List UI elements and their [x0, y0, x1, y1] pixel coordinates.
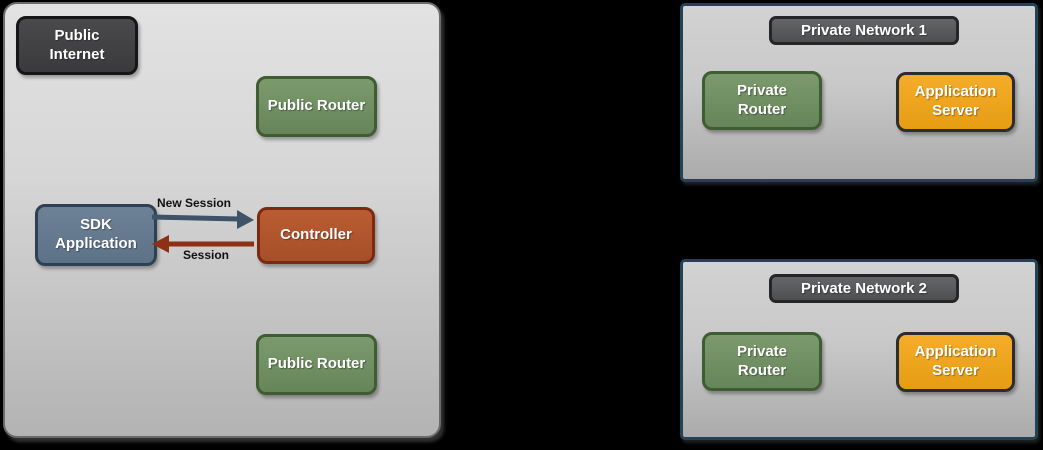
node-public-router-top: Public Router	[256, 76, 377, 137]
node-sdk-application: SDK Application	[35, 204, 157, 266]
session-arrow	[152, 235, 254, 253]
private-network-2-title: Private Network 2	[769, 274, 959, 303]
node-controller: Controller	[257, 207, 375, 264]
private-network-2-zone: Private Network 2 Private Router Applica…	[680, 259, 1038, 440]
public-internet-label: Public Internet	[16, 16, 138, 75]
private-network-1-title: Private Network 1	[769, 16, 959, 45]
new-session-arrow-label: New Session	[156, 196, 232, 210]
session-arrow-label: Session	[182, 248, 230, 262]
node-application-server-1: Application Server	[896, 72, 1015, 132]
node-private-router-1: Private Router	[702, 71, 822, 130]
new-session-arrow	[151, 210, 254, 229]
session-arrows	[151, 210, 254, 253]
node-application-server-2: Application Server	[896, 332, 1015, 392]
node-public-router-bottom: Public Router	[256, 334, 377, 395]
public-internet-zone: Public Internet Public Router SDK Applic…	[3, 2, 441, 438]
node-private-router-2: Private Router	[702, 332, 822, 391]
private-network-1-zone: Private Network 1 Private Router Applica…	[680, 3, 1038, 182]
